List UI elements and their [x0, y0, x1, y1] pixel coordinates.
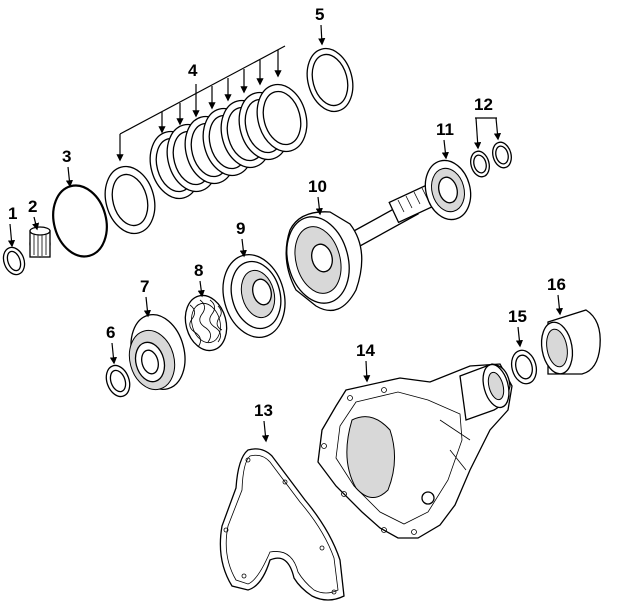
callout-9: 9	[236, 219, 247, 258]
part-3-snap-ring[interactable]	[46, 179, 115, 262]
part-11-ball-bearing[interactable]	[419, 155, 477, 224]
callout-3: 3	[62, 147, 73, 188]
callout-11: 11	[436, 120, 454, 160]
part-14-transfer-case-housing[interactable]	[317, 362, 513, 539]
callout-14-label: 14	[356, 341, 375, 360]
callout-8: 8	[194, 261, 205, 298]
callout-12: 12	[474, 95, 502, 150]
callout-10-label: 10	[308, 177, 327, 196]
callout-5: 5	[315, 5, 326, 46]
callout-6-label: 6	[106, 323, 115, 342]
callout-16: 16	[547, 275, 566, 316]
callout-10: 10	[308, 177, 327, 216]
callout-11-label: 11	[436, 120, 454, 139]
callout-4-label: 4	[188, 61, 198, 80]
part-9-clutch-hub[interactable]	[214, 248, 294, 345]
callout-8-label: 8	[194, 261, 203, 280]
callout-15-label: 15	[508, 307, 527, 326]
callout-5-label: 5	[315, 5, 324, 24]
callout-7-label: 7	[140, 277, 149, 296]
part-12-snap-rings[interactable]	[468, 140, 514, 179]
callout-1: 1	[7, 204, 17, 248]
part-7-piston[interactable]	[123, 309, 193, 396]
part-2-needle-bearing[interactable]	[29, 226, 51, 258]
part-5-clutch-plate[interactable]	[300, 43, 359, 116]
callout-13-label: 13	[254, 401, 273, 420]
part-13-gasket[interactable]	[219, 448, 345, 601]
callout-2: 2	[28, 197, 40, 231]
part-16-extension-sleeve[interactable]	[538, 309, 601, 376]
callout-1-label: 1	[8, 204, 17, 223]
callout-15: 15	[508, 307, 527, 348]
part-15-seal[interactable]	[508, 347, 540, 386]
callout-13: 13	[254, 401, 273, 443]
callout-16-label: 16	[547, 275, 566, 294]
callout-6: 6	[106, 323, 118, 365]
callout-3-label: 3	[62, 147, 71, 166]
callout-4: 4	[116, 45, 286, 162]
callout-14: 14	[356, 341, 375, 383]
callout-9-label: 9	[236, 219, 245, 238]
callout-12-label: 12	[474, 95, 493, 114]
part-6-ring[interactable]	[102, 362, 134, 400]
part-8-return-spring[interactable]	[179, 291, 232, 355]
part-1-snap-ring[interactable]	[0, 244, 28, 277]
callout-7: 7	[140, 277, 151, 318]
callout-2-label: 2	[28, 197, 37, 216]
part-10-clutch-drum-shaft[interactable]	[278, 184, 436, 311]
part-4-clutch-pack[interactable]	[98, 79, 314, 239]
